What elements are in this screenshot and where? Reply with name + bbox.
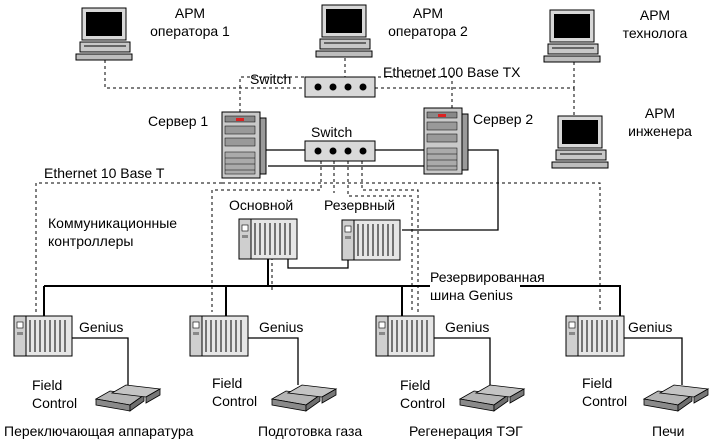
node3-equipment-icon <box>459 384 525 412</box>
text-line: АРМ <box>640 7 670 23</box>
text-line: Field <box>400 377 430 393</box>
controller-reserve-label: Резервный <box>324 197 395 213</box>
text-line: технолога <box>623 25 688 41</box>
reserve-controller-icon <box>341 219 401 261</box>
node2-equipment-icon <box>271 384 337 412</box>
text-line: контроллеры <box>48 233 133 249</box>
text-line: АРМ <box>175 5 205 21</box>
text-line: Коммуникационные <box>48 215 177 231</box>
node3-controller-icon <box>375 315 435 357</box>
node2-controller-icon <box>189 315 249 357</box>
middle-switch-label: Switch <box>311 124 352 140</box>
text-line: инженера <box>628 123 692 139</box>
text-line: оператора 2 <box>388 23 468 39</box>
technologist-label: АРМ технолога <box>623 7 688 41</box>
text-line: АРМ <box>413 5 443 21</box>
node1-controller-icon <box>13 315 73 357</box>
technologist-workstation-icon <box>543 9 601 63</box>
text-line: Control <box>582 393 627 409</box>
node4-equipment-icon <box>643 384 709 412</box>
top-switch <box>304 76 376 98</box>
genius-bus-label: Резервированная шина Genius <box>430 269 545 303</box>
node2-process-label: Подготовка газа <box>258 423 362 439</box>
text-line: Control <box>32 395 77 411</box>
text-line: Field <box>32 377 62 393</box>
node1-process-label: Переключающая аппаратура <box>4 423 194 439</box>
server2-icon <box>423 107 469 175</box>
text-line: Field <box>582 375 612 391</box>
operator1-workstation-icon <box>75 7 133 61</box>
server1-label: Сервер 1 <box>148 113 208 129</box>
top-switch-label: Switch <box>250 71 291 87</box>
operator2-label: АРМ оператора 2 <box>388 5 468 39</box>
server1-icon <box>221 111 267 179</box>
text-line: Control <box>212 393 257 409</box>
controller-main-label: Основной <box>229 197 293 213</box>
node3-process-label: Регенерация ТЭГ <box>409 423 523 439</box>
engineer-label: АРМ инженера <box>628 105 692 139</box>
server2-label: Сервер 2 <box>473 111 533 127</box>
ethernet-100-label: Ethernet 100 Base TX <box>383 64 521 80</box>
ethernet-10-label: Ethernet 10 Base T <box>44 165 165 181</box>
node4-controller-icon <box>565 315 625 357</box>
text-line: Control <box>400 395 445 411</box>
node2-genius-label: Genius <box>259 319 303 335</box>
node1-equipment-icon <box>95 384 161 412</box>
text-line: Резервированная <box>430 269 545 285</box>
text-line: Field <box>212 375 242 391</box>
middle-switch <box>304 140 376 162</box>
node3-genius-label: Genius <box>445 319 489 335</box>
node4-genius-label: Genius <box>628 319 672 335</box>
main-controller-icon <box>238 218 298 260</box>
comm-controllers-label: Коммуникационные контроллеры <box>48 215 177 249</box>
text-line: оператора 1 <box>150 23 230 39</box>
text-line: АРМ <box>645 105 675 121</box>
node4-process-label: Печи <box>652 423 685 439</box>
node1-genius-label: Genius <box>79 319 123 335</box>
engineer-workstation-icon <box>551 115 609 169</box>
text-line: шина Genius <box>430 287 513 303</box>
operator2-workstation-icon <box>315 4 373 58</box>
operator1-label: АРМ оператора 1 <box>150 5 230 39</box>
